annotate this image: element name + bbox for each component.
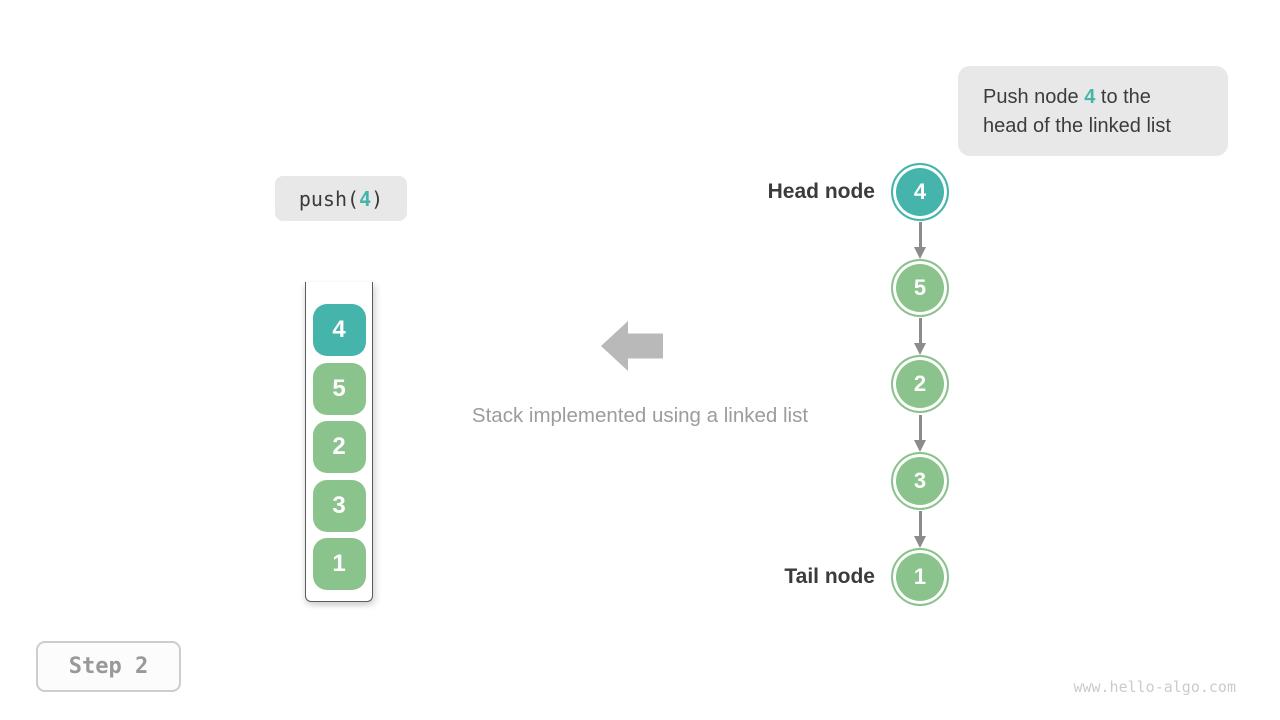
callout-line2: head of the linked list (983, 115, 1171, 137)
list-node: 3 (891, 452, 949, 510)
stack-node: 1 (312, 538, 366, 590)
stack-container: 4 5 2 3 1 (305, 282, 373, 602)
left-block-arrow-icon (601, 321, 663, 371)
watermark-text: www.hello-algo.com (1073, 678, 1236, 696)
step-badge: Step 2 (36, 641, 181, 692)
operation-prefix: push( (298, 186, 360, 211)
caption-text: Stack implemented using a linked list (471, 404, 809, 427)
stack-node-top: 4 (312, 304, 366, 356)
list-node-tail: 1 (891, 548, 949, 606)
list-node: 5 (891, 259, 949, 317)
down-arrow-icon (913, 222, 926, 259)
operation-chip: push(4) (275, 176, 407, 221)
down-arrow-icon (913, 318, 926, 355)
stack-node: 3 (312, 479, 366, 532)
stack-node: 2 (312, 421, 366, 473)
down-arrow-icon (913, 415, 926, 452)
callout-highlight-value: 4 (1084, 86, 1096, 108)
callout-text-prefix: Push node (983, 86, 1085, 108)
callout-line1: Push node 4 to the (983, 83, 1210, 112)
stack-node: 5 (312, 362, 366, 415)
callout-box: Push node 4 to the head of the linked li… (958, 66, 1228, 156)
operation-arg: 4 (359, 186, 372, 211)
down-arrow-icon (913, 511, 926, 548)
head-node-label: Head node (767, 180, 875, 203)
list-node: 2 (891, 355, 949, 413)
callout-text-suffix: to the (1095, 86, 1151, 108)
list-node-head: 4 (891, 163, 949, 221)
tail-node-label: Tail node (784, 565, 875, 588)
operation-suffix: ) (371, 186, 384, 211)
